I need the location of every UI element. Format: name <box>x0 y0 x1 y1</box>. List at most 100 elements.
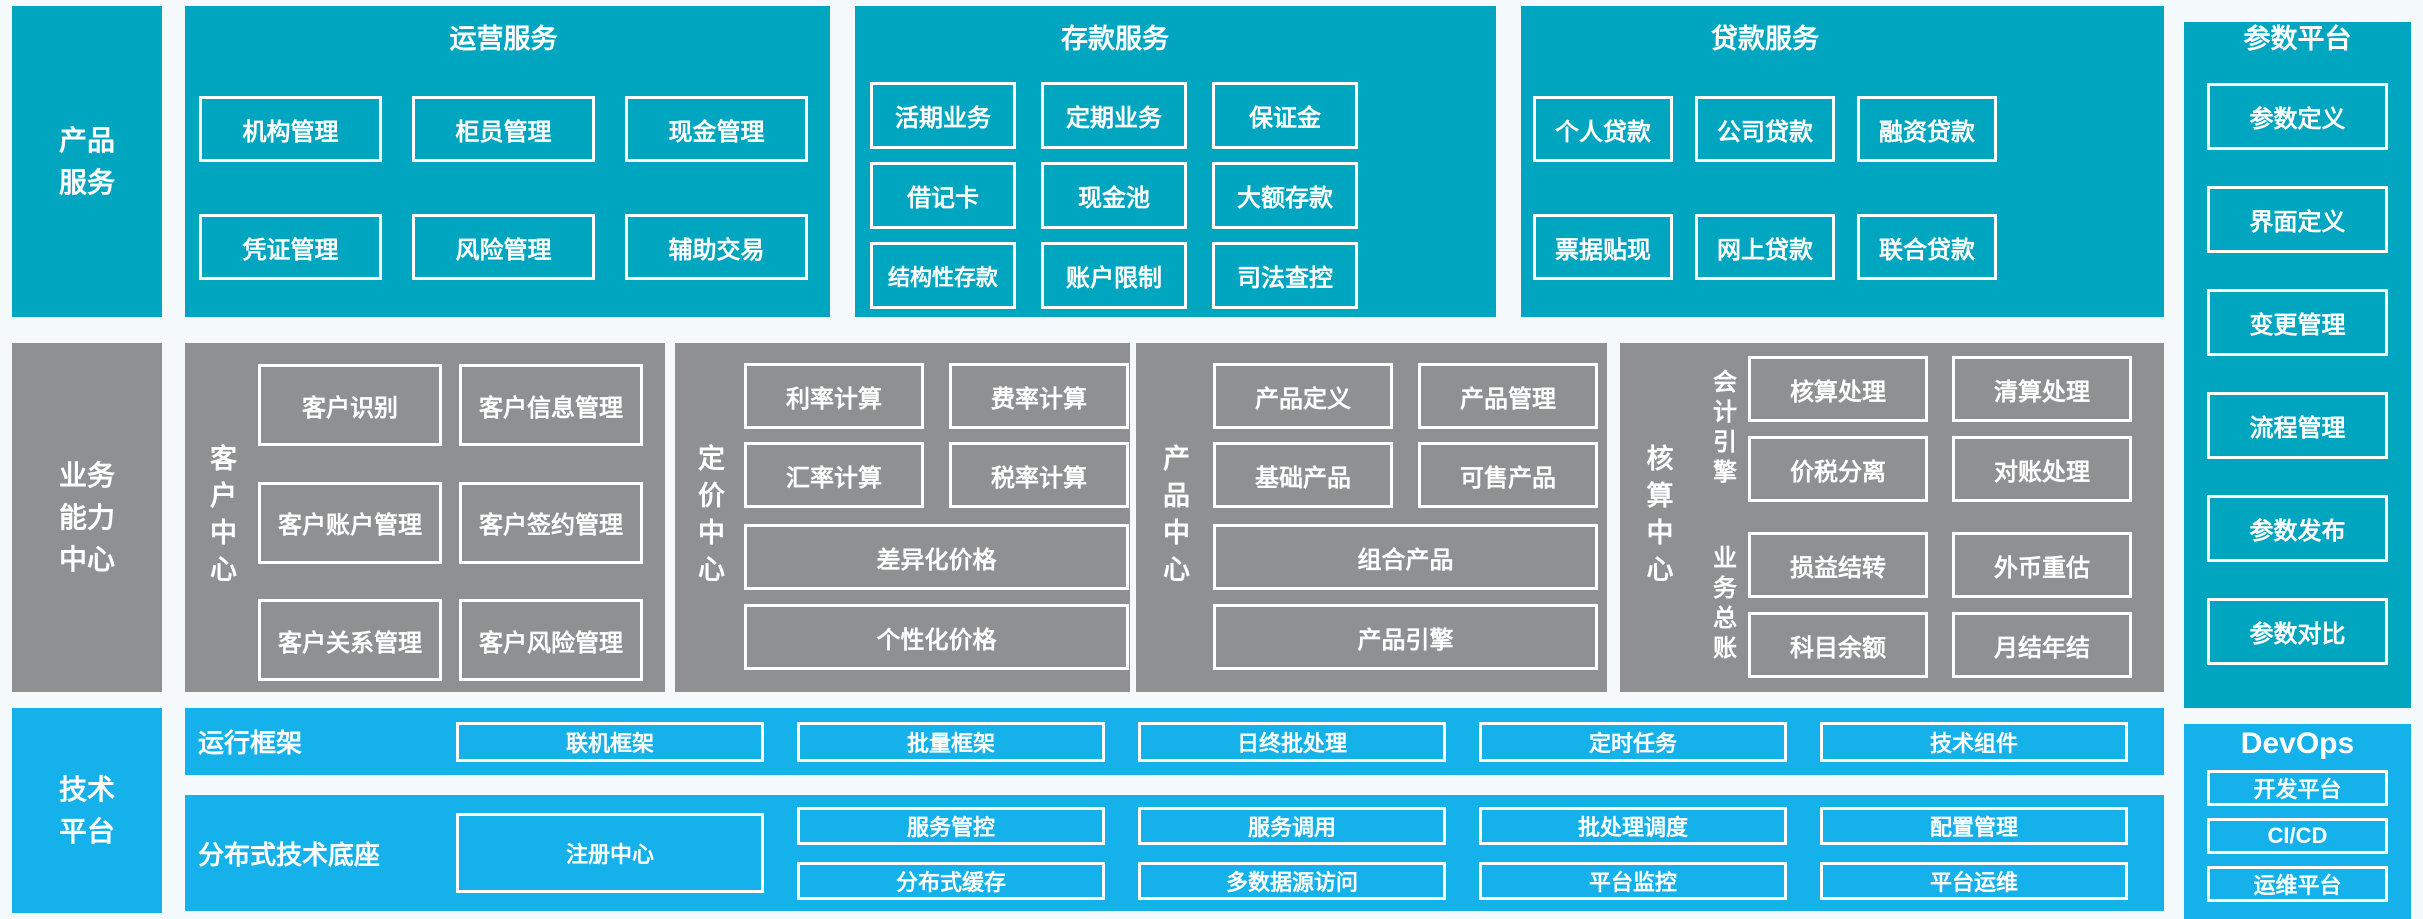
bar-label: 分布式技术底座 <box>198 839 381 870</box>
module-box: 参数定义 <box>2207 83 2388 150</box>
module-box: 费率计算 <box>949 363 1129 429</box>
module-box: 清算处理 <box>1952 356 2132 422</box>
vertical-label: 定价中心 <box>694 443 724 592</box>
module-box: 批量框架 <box>797 721 1105 762</box>
module-box: 配置管理 <box>1820 806 2128 845</box>
section-title: 贷款服务 <box>1711 24 1819 54</box>
rail-product-services: 产品 服务 <box>12 6 162 317</box>
section-title: 参数平台 <box>2243 24 2352 54</box>
module-box: 个性化价格 <box>744 604 1129 670</box>
module-box: 联合贷款 <box>1857 214 1997 280</box>
module-box: 注册中心 <box>456 813 764 893</box>
module-box: 外币重估 <box>1952 532 2132 598</box>
left-rail: 产品 服务 业务 能力 中心 技术 平台 <box>12 6 162 913</box>
module-box: 科目余额 <box>1748 612 1928 678</box>
module-box: 风险管理 <box>412 214 595 280</box>
module-box: 价税分离 <box>1748 436 1928 502</box>
vertical-label: 客户中心 <box>206 443 236 592</box>
bar-label: 运行框架 <box>198 728 303 758</box>
module-box: 利率计算 <box>744 363 924 429</box>
module-box: 批处理调度 <box>1479 806 1787 845</box>
module-box: 客户风险管理 <box>459 599 643 682</box>
module-box: 损益结转 <box>1748 532 1928 598</box>
module-box: 机构管理 <box>199 96 382 162</box>
module-box: 客户关系管理 <box>258 599 442 682</box>
module-box: 大额存款 <box>1212 162 1358 229</box>
module-box: 对账处理 <box>1952 436 2132 502</box>
module-box: 产品引擎 <box>1213 604 1598 670</box>
module-box: 汇率计算 <box>744 442 924 508</box>
module-box: 参数对比 <box>2207 598 2388 665</box>
module-box: 客户信息管理 <box>459 364 643 446</box>
module-box: 现金管理 <box>625 96 808 162</box>
module-box: 凭证管理 <box>199 214 382 280</box>
module-box: CI/CD <box>2207 818 2388 854</box>
section-accounting-center: 核算中心 会计引擎 核算处理 清算处理 价税分离 对账处理 <box>1620 343 2164 692</box>
module-box: 客户签约管理 <box>459 481 643 564</box>
module-box: 现金池 <box>1041 162 1187 229</box>
section-loan-services: 贷款服务 个人贷款 公司贷款 融资贷款 票据贴现 网上贷款 联合贷款 <box>1521 6 2164 317</box>
module-box: 变更管理 <box>2207 289 2388 356</box>
section-customer-center: 客户中心 客户识别 客户信息管理 客户账户管理 客户签约管理 客户关系管理 客户… <box>185 343 665 692</box>
module-box: 运维平台 <box>2207 866 2388 902</box>
module-box: 技术组件 <box>1820 721 2128 762</box>
module-box: 定期业务 <box>1041 82 1187 149</box>
module-box: 基础产品 <box>1213 442 1393 508</box>
module-box: 核算处理 <box>1748 356 1928 422</box>
section-product-center: 产品中心 产品定义 产品管理 基础产品 可售产品 组合产品 产品引擎 <box>1136 343 1607 692</box>
module-box: 公司贷款 <box>1695 96 1835 162</box>
module-box: 组合产品 <box>1213 524 1598 590</box>
vertical-label: 核算中心 <box>1642 443 1673 592</box>
module-box: 票据贴现 <box>1533 214 1673 280</box>
runtime-framework-bar: 运行框架 联机框架 批量框架 日终批处理 定时任务 技术组件 <box>185 708 2164 775</box>
module-box: 客户识别 <box>258 364 442 446</box>
module-box: 服务调用 <box>1138 806 1446 845</box>
section-title: 存款服务 <box>1061 24 1169 54</box>
module-box: 账户限制 <box>1041 242 1187 309</box>
module-box: 参数发布 <box>2207 495 2388 562</box>
module-box: 产品管理 <box>1418 363 1598 429</box>
module-box: 保证金 <box>1212 82 1358 149</box>
module-box: 结构性存款 <box>870 242 1016 309</box>
product-services-row: 运营服务 机构管理 柜员管理 现金管理 凭证管理 风险管理 辅助交易 存款服务 … <box>185 6 2164 317</box>
vertical-sublabel: 业务总账 <box>1708 545 1736 665</box>
right-rail: 参数平台 参数定义 界面定义 变更管理 流程管理 参数发布 参数对比 DevOp… <box>2184 6 2411 919</box>
rail-business-capability: 业务 能力 中心 <box>12 343 162 692</box>
section-operations-services: 运营服务 机构管理 柜员管理 现金管理 凭证管理 风险管理 辅助交易 <box>185 6 830 317</box>
module-box: 月结年结 <box>1952 612 2132 678</box>
business-ledger-group: 业务总账 损益结转 外币重估 科目余额 月结年结 <box>1696 532 2133 678</box>
module-box: 开发平台 <box>2207 770 2388 806</box>
module-box: 界面定义 <box>2207 186 2388 253</box>
distributed-base-bar: 分布式技术底座 注册中心 服务管控 分布式缓存 服务调用 多数据源访问 批处理调… <box>185 795 2164 911</box>
section-devops: DevOps 开发平台 CI/CD 运维平台 <box>2184 724 2411 919</box>
module-box: 联机框架 <box>456 721 764 762</box>
main-area: 运营服务 机构管理 柜员管理 现金管理 凭证管理 风险管理 辅助交易 存款服务 … <box>185 6 2164 911</box>
module-box: 网上贷款 <box>1695 214 1835 280</box>
rail-tech-platform: 技术 平台 <box>12 708 162 913</box>
vertical-sublabel: 会计引擎 <box>1708 369 1736 489</box>
module-box: 柜员管理 <box>412 96 595 162</box>
section-parameter-platform: 参数平台 参数定义 界面定义 变更管理 流程管理 参数发布 参数对比 <box>2184 22 2411 708</box>
module-box: 税率计算 <box>949 442 1129 508</box>
module-box: 流程管理 <box>2207 392 2388 459</box>
module-box: 个人贷款 <box>1533 96 1673 162</box>
module-box: 差异化价格 <box>744 524 1129 590</box>
vertical-label: 产品中心 <box>1159 443 1189 592</box>
module-box: 活期业务 <box>870 82 1016 149</box>
module-box: 司法查控 <box>1212 242 1358 309</box>
section-pricing-center: 定价中心 利率计算 费率计算 汇率计算 税率计算 差异化价格 个性化价格 <box>675 343 1130 692</box>
module-box: 产品定义 <box>1213 363 1393 429</box>
accounting-engine-group: 会计引擎 核算处理 清算处理 价税分离 对账处理 <box>1696 356 2133 502</box>
module-box: 平台运维 <box>1820 861 2128 900</box>
module-box: 平台监控 <box>1479 861 1787 900</box>
module-box: 分布式缓存 <box>797 861 1105 900</box>
module-box: 可售产品 <box>1418 442 1598 508</box>
module-box: 定时任务 <box>1479 721 1787 762</box>
module-box: 日终批处理 <box>1138 721 1446 762</box>
module-box: 融资贷款 <box>1857 96 1997 162</box>
business-capability-row: 客户中心 客户识别 客户信息管理 客户账户管理 客户签约管理 客户关系管理 客户… <box>185 343 2164 692</box>
module-box: 借记卡 <box>870 162 1016 229</box>
module-box: 辅助交易 <box>625 214 808 280</box>
section-title: 运营服务 <box>449 24 558 54</box>
